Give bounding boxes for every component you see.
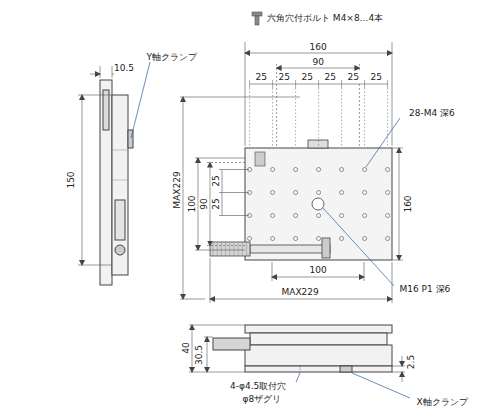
dimension-label: 25 [278,72,291,82]
m4-hole [317,214,321,218]
dimension-label: 90 [198,197,208,210]
m4-hole [294,214,298,218]
m4-hole [386,214,390,218]
m4-hole [386,237,390,241]
dimension-label: 25 [301,72,314,82]
m4-hole [317,168,321,172]
m4-hole [271,168,275,172]
callout-label: φ8ザグリ [242,394,283,404]
m4-hole [363,191,367,195]
dimension-label: 25 [210,197,220,210]
dim-tick [272,80,273,88]
knurl-line [238,242,239,256]
knurl-line [229,242,230,256]
callout-label: X軸クランプ [416,397,469,407]
extension-line [364,88,365,146]
m4-hole [386,191,390,195]
dimension-label: 25 [210,174,220,187]
m4-hole [363,168,367,172]
dimension-label: MAX229 [281,287,320,297]
m4-hole [271,191,275,195]
knurl-line [213,242,214,256]
dim-tick [341,80,342,88]
m4-hole [317,191,321,195]
dimension-label: 25 [255,72,268,82]
dimension-label: 160 [309,42,328,52]
dimension-label: 100 [309,265,328,275]
dimension-label: MAX229 [171,170,181,209]
dimension-label: 160 [402,194,412,213]
legend-text: 六角穴付ボルト M4×8…4本 [266,13,384,23]
dim-tick [295,80,296,88]
knurl-line [234,242,235,256]
callout-label: 4-φ4.5取付穴 [229,381,287,391]
knurl-line [225,242,226,256]
knurl-line [242,242,243,256]
extension-line [318,88,319,146]
m4-hole [271,237,275,241]
m4-hole [386,168,390,172]
dimension-label: 25 [370,72,383,82]
m4-hole [317,237,321,241]
callout-label: 28-M4 深6 [408,108,456,118]
m4-hole [363,237,367,241]
dim-tick [249,80,250,88]
dimension-label: 40 [180,341,190,354]
callout-label: M16 P1 深6 [399,284,452,294]
dimension-label: 2.5 [406,354,416,370]
knurl-line [246,242,247,256]
m4-hole [363,214,367,218]
dimension-label: 10.5 [113,63,135,73]
m4-hole [271,214,275,218]
m4-hole [294,237,298,241]
dim-tick [387,80,388,88]
m4-hole [340,168,344,172]
extension-line [387,88,388,146]
dimension-label: 25 [347,72,360,82]
dim-tick [364,80,365,88]
dimension-label: 30.5 [194,344,204,366]
callout-label: Y軸クランプ [146,52,199,62]
dimension-label: 150 [65,170,75,189]
m4-hole [248,237,252,241]
m4-hole [340,214,344,218]
dimension-label: 25 [324,72,337,82]
m4-hole [294,168,298,172]
knurl-line [217,242,218,256]
knurl-line [221,242,222,256]
dimension-label: 90 [312,57,325,67]
dim-tick [318,80,319,88]
m4-hole [340,237,344,241]
m4-hole [294,191,298,195]
dimension-label: 100 [186,194,196,213]
extension-line [341,88,342,146]
m4-hole [340,191,344,195]
